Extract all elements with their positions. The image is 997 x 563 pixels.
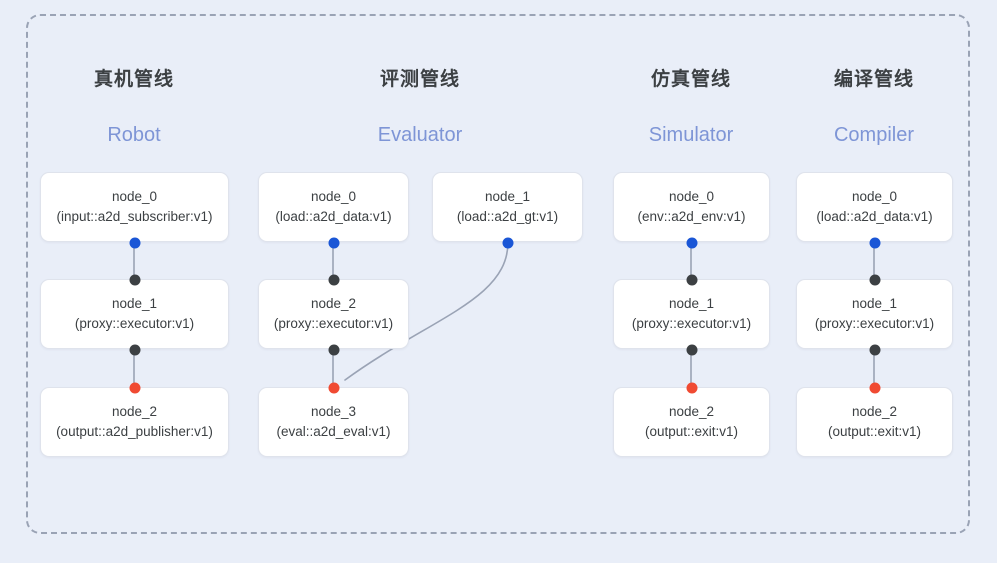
node-spec: (load::a2d_data:v1) [275, 209, 392, 224]
node-name: node_1 [111, 296, 158, 311]
node-card[interactable]: node_1(proxy::executor:v1) [40, 274, 229, 356]
node-spec: (proxy::executor:v1) [631, 316, 752, 331]
node-spec: (load::a2d_gt:v1) [456, 209, 559, 224]
node-port-input-red-top[interactable] [129, 382, 140, 394]
node-name: node_2 [310, 296, 357, 311]
node-port-input-red-top[interactable] [869, 382, 880, 394]
column-title-cn-robot: 真机管线 [93, 69, 174, 90]
node-spec: (output::a2d_publisher:v1) [56, 424, 213, 439]
node-port-output-blue-bottom[interactable] [502, 237, 513, 249]
node-name: node_1 [668, 296, 715, 311]
node-port-relay-black-bottom[interactable] [869, 344, 880, 356]
node-spec: (proxy::executor:v1) [74, 316, 195, 331]
node-spec: (env::a2d_env:v1) [637, 209, 746, 224]
node-spec: (load::a2d_data:v1) [816, 209, 933, 224]
node-name: node_0 [668, 189, 715, 204]
node-card[interactable]: node_0(env::a2d_env:v1) [613, 172, 770, 249]
node-port-relay-black-bottom[interactable] [686, 344, 697, 356]
node-card[interactable]: node_1(proxy::executor:v1) [613, 274, 770, 356]
node-spec: (proxy::executor:v1) [814, 316, 935, 331]
node-port-output-blue-bottom[interactable] [129, 237, 140, 249]
node-card[interactable]: node_1(load::a2d_gt:v1) [432, 172, 583, 249]
node-spec: (eval::a2d_eval:v1) [276, 424, 391, 439]
node-card[interactable]: node_2(output::a2d_publisher:v1) [40, 382, 229, 457]
node-spec: (proxy::executor:v1) [273, 316, 394, 331]
node-spec: (input::a2d_subscriber:v1) [56, 209, 213, 224]
node-card[interactable]: node_0(input::a2d_subscriber:v1) [40, 172, 229, 249]
node-port-output-blue-bottom[interactable] [686, 237, 697, 249]
node-card[interactable]: node_0(load::a2d_data:v1) [258, 172, 409, 249]
node-name: node_1 [851, 296, 898, 311]
node-spec: (output::exit:v1) [827, 424, 922, 439]
node-port-relay-black-top[interactable] [869, 274, 880, 286]
column-title-en-robot: Robot [107, 124, 161, 146]
node-port-input-red-top[interactable] [328, 382, 339, 394]
node-card[interactable]: node_2(output::exit:v1) [796, 382, 953, 457]
node-card[interactable]: node_2(output::exit:v1) [613, 382, 770, 457]
node-name: node_0 [111, 189, 158, 204]
node-port-input-red-top[interactable] [686, 382, 697, 394]
node-name: node_2 [668, 404, 715, 419]
node-spec: (output::exit:v1) [644, 424, 739, 439]
node-name: node_3 [310, 404, 357, 419]
node-card[interactable]: node_2(proxy::executor:v1) [258, 274, 409, 356]
node-card[interactable]: node_0(load::a2d_data:v1) [796, 172, 953, 249]
node-name: node_0 [310, 189, 357, 204]
column-title-en-compiler: Compiler [833, 124, 915, 146]
column-title-cn-compiler: 编译管线 [833, 69, 914, 90]
node-port-output-blue-bottom[interactable] [869, 237, 880, 249]
node-name: node_0 [851, 189, 898, 204]
node-name: node_2 [111, 404, 158, 419]
column-title-cn-simulator: 仿真管线 [650, 69, 731, 90]
column-title-cn-evaluator: 评测管线 [379, 69, 460, 90]
node-port-relay-black-top[interactable] [328, 274, 339, 286]
node-card[interactable]: node_3(eval::a2d_eval:v1) [258, 382, 409, 457]
node-name: node_1 [484, 189, 531, 204]
node-port-relay-black-bottom[interactable] [328, 344, 339, 356]
node-port-relay-black-bottom[interactable] [129, 344, 140, 356]
column-title-en-simulator: Simulator [648, 124, 734, 146]
node-card[interactable]: node_1(proxy::executor:v1) [796, 274, 953, 356]
node-port-relay-black-top[interactable] [686, 274, 697, 286]
node-port-output-blue-bottom[interactable] [328, 237, 339, 249]
node-name: node_2 [851, 404, 898, 419]
column-title-en-evaluator: Evaluator [377, 124, 463, 146]
node-port-relay-black-top[interactable] [129, 274, 140, 286]
